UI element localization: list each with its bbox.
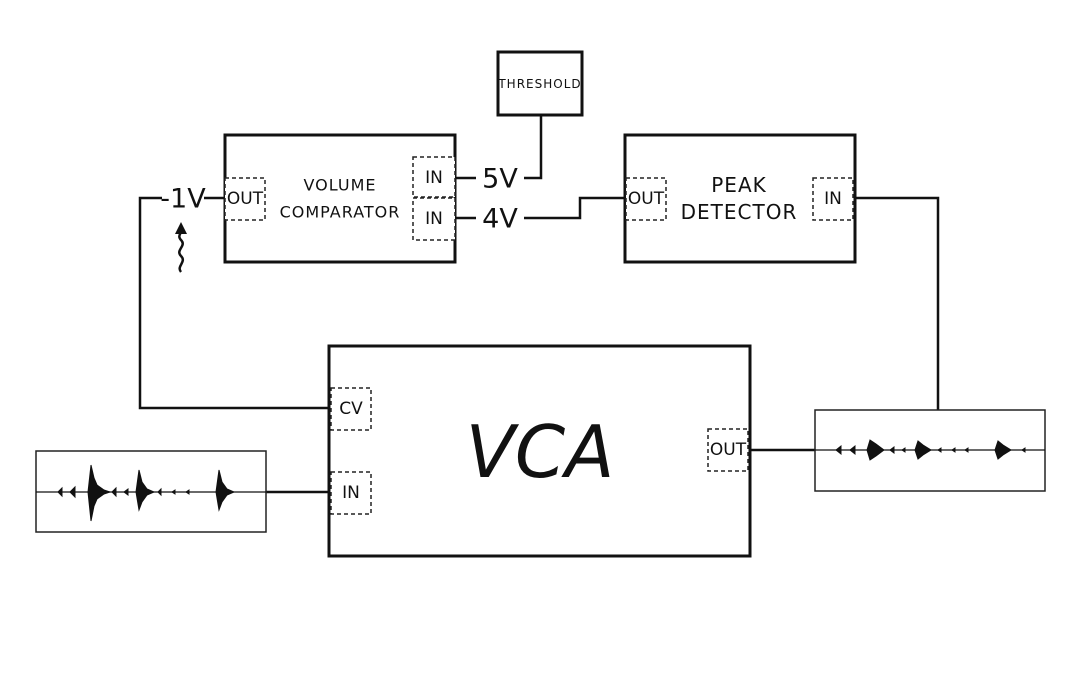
peak-output-wire — [524, 196, 626, 220]
cv-feedback-wire — [138, 196, 330, 410]
vca-in-port-label: IN — [342, 483, 360, 503]
vca-out-port-label: OUT — [710, 440, 747, 460]
peak-in-port — [812, 177, 854, 221]
peak-label-line2: DETECTOR — [681, 200, 798, 224]
comparator-label-line2: COMPARATOR — [280, 203, 401, 222]
threshold-block: THRESHOLD — [496, 50, 584, 117]
comparator-out-port-label: OUT — [227, 189, 264, 209]
peak-input-wire — [855, 196, 940, 410]
peak-in-port-label: IN — [824, 189, 842, 209]
comparator-in-port-2-label: IN — [425, 209, 443, 229]
vca-cv-port-label: CV — [339, 399, 363, 419]
comparator-in-port-2 — [412, 197, 456, 241]
comparator-label-line1: VOLUME — [304, 176, 377, 195]
decrease-arrow-icon — [175, 222, 187, 273]
comparator-in-port-1-label: IN — [425, 168, 443, 188]
comparator-in-port-1 — [412, 156, 456, 198]
volume-comparator-block: OUT IN IN VOLUME COMPARATOR — [223, 133, 457, 264]
threshold-voltage: 5V — [482, 164, 518, 195]
comparator-out-port — [224, 177, 266, 221]
peak-label-line1: PEAK — [711, 173, 767, 197]
comparator-output-voltage: -1V — [160, 184, 206, 215]
input-waveform — [35, 450, 267, 533]
peak-voltage: 4V — [482, 204, 518, 235]
peak-out-port — [625, 177, 667, 221]
peak-out-port-label: OUT — [628, 189, 665, 209]
vca-label: VCA — [466, 410, 615, 494]
threshold-label: THRESHOLD — [497, 77, 581, 91]
vca-out-port — [707, 428, 749, 472]
vca-cv-port — [330, 387, 372, 431]
vca-block: CV IN OUT VCA — [327, 344, 752, 558]
peak-detector-block: OUT IN PEAK DETECTOR — [623, 133, 857, 264]
output-waveform — [814, 409, 1046, 492]
threshold-wire — [524, 115, 543, 180]
vca-in-port — [330, 471, 372, 515]
